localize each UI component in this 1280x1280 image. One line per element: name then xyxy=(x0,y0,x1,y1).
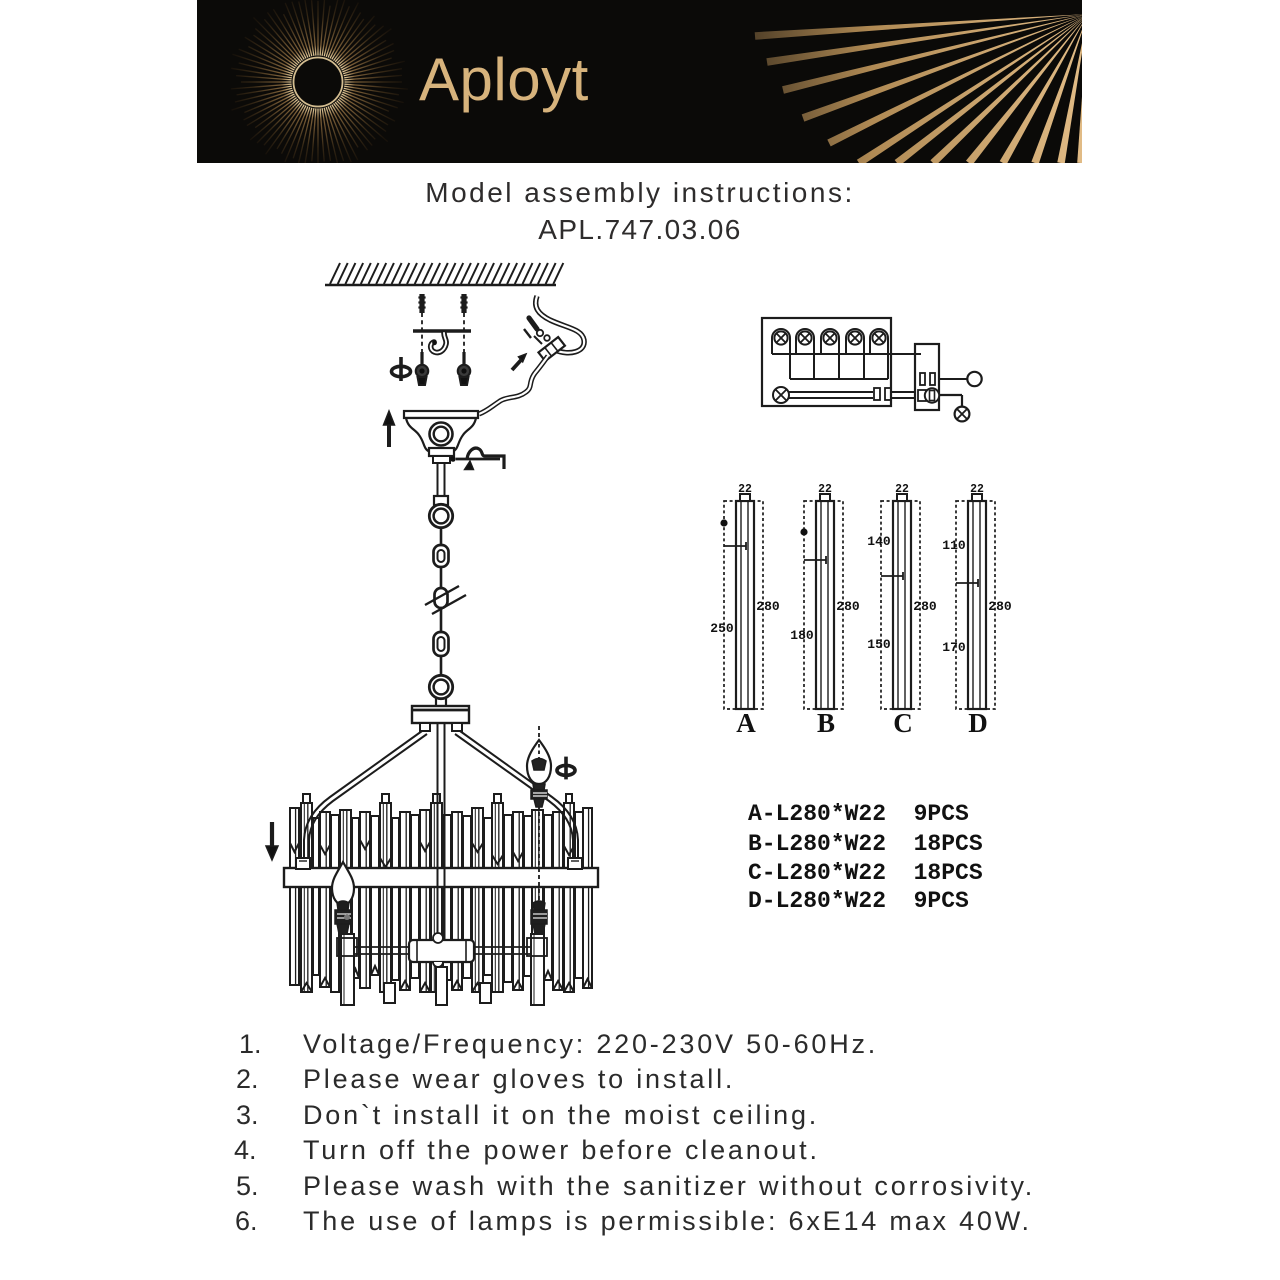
svg-text:22: 22 xyxy=(738,483,752,496)
svg-text:22: 22 xyxy=(970,483,984,496)
svg-text:C: C xyxy=(893,708,913,738)
svg-text:110: 110 xyxy=(942,538,966,553)
svg-text:280: 280 xyxy=(988,599,1012,614)
svg-text:180: 180 xyxy=(790,628,814,643)
svg-text:170: 170 xyxy=(942,640,966,655)
svg-text:Aployt: Aployt xyxy=(419,46,589,113)
svg-text:A: A xyxy=(736,708,756,738)
svg-text:280: 280 xyxy=(913,599,937,614)
svg-text:22: 22 xyxy=(895,483,909,496)
svg-text:280: 280 xyxy=(836,599,860,614)
svg-text:280: 280 xyxy=(756,599,780,614)
svg-text:140: 140 xyxy=(867,534,891,549)
svg-text:B: B xyxy=(817,708,835,738)
svg-text:22: 22 xyxy=(818,483,832,496)
svg-text:250: 250 xyxy=(710,621,734,636)
svg-text:D: D xyxy=(968,708,988,738)
svg-text:150: 150 xyxy=(867,637,891,652)
